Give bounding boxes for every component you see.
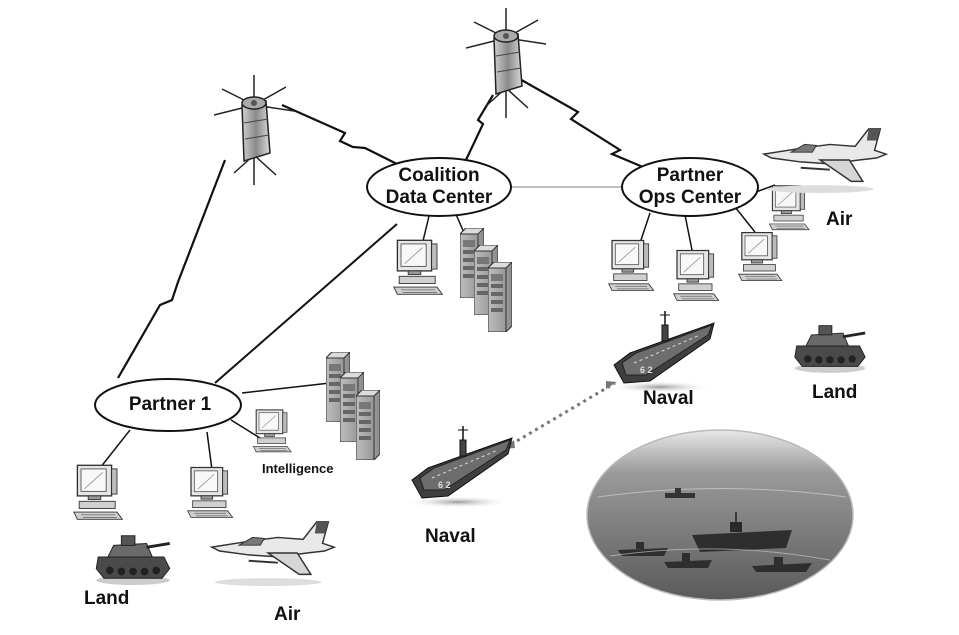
radio-link-satB-coalition <box>464 94 494 163</box>
workstation-icon <box>737 231 783 282</box>
coalition-node-label: Coalition Data Center <box>374 165 504 209</box>
link-partner1-pc-mid <box>206 431 213 471</box>
workstation-icon <box>73 464 124 521</box>
partner-ops-node[interactable] <box>621 157 759 217</box>
workstation-icon <box>252 409 292 453</box>
fighter-jet-icon <box>762 127 888 193</box>
fighter-jet-icon <box>210 520 336 586</box>
aircraft-carrier-icon <box>408 425 513 509</box>
link-ops-pc2 <box>684 214 693 251</box>
coalition-line2: Data Center <box>385 187 493 208</box>
link-ops-pc1 <box>639 212 651 244</box>
partner1-node[interactable] <box>94 378 242 432</box>
link-ops-pc3 <box>734 206 756 233</box>
link-partner1-pc-left <box>99 429 131 469</box>
link-partner1-coalition <box>214 223 398 384</box>
tank-icon <box>94 534 172 586</box>
partner-ops-node-label: Partner Ops Center <box>625 165 755 209</box>
satellite-icon <box>466 8 546 118</box>
workstation-icon <box>673 249 720 302</box>
satellite-icon <box>214 75 294 185</box>
tank-icon <box>793 324 867 374</box>
coalition-line1: Coalition <box>398 165 480 186</box>
partner-ops-line2: Ops Center <box>638 187 742 208</box>
server-rack-icon <box>326 352 380 460</box>
aircraft-carrier-icon <box>610 310 715 394</box>
workstation-icon <box>393 239 444 295</box>
network-links <box>99 184 776 471</box>
naval-lower-label: Naval <box>425 526 476 547</box>
naval-link <box>504 381 616 450</box>
coalition-node[interactable] <box>366 157 512 217</box>
radio-link-satB-ops <box>517 77 651 172</box>
partner-ops-line1: Partner <box>656 165 724 186</box>
partner1-node-label: Partner 1 <box>128 394 212 415</box>
link-partner1-server <box>241 382 331 394</box>
radio-link-partner1-sat <box>117 159 227 379</box>
link-ops-pc4 <box>755 184 776 193</box>
server-rack-icon <box>460 228 512 332</box>
intelligence-label: Intelligence <box>262 461 334 476</box>
land-left-label: Land <box>84 588 130 609</box>
air-right-label: Air <box>826 209 853 230</box>
land-right-label: Land <box>812 382 858 403</box>
fleet-photo <box>586 429 854 601</box>
naval-upper-label: Naval <box>643 388 694 409</box>
link-coalition-pc <box>421 211 431 246</box>
air-bottom-label: Air <box>274 604 301 625</box>
radio-links <box>117 77 651 379</box>
radio-link-sat-coalition <box>281 103 406 169</box>
workstation-icon <box>187 466 234 519</box>
link-partner1-pc-intel <box>230 419 261 439</box>
workstation-icon <box>608 239 655 292</box>
